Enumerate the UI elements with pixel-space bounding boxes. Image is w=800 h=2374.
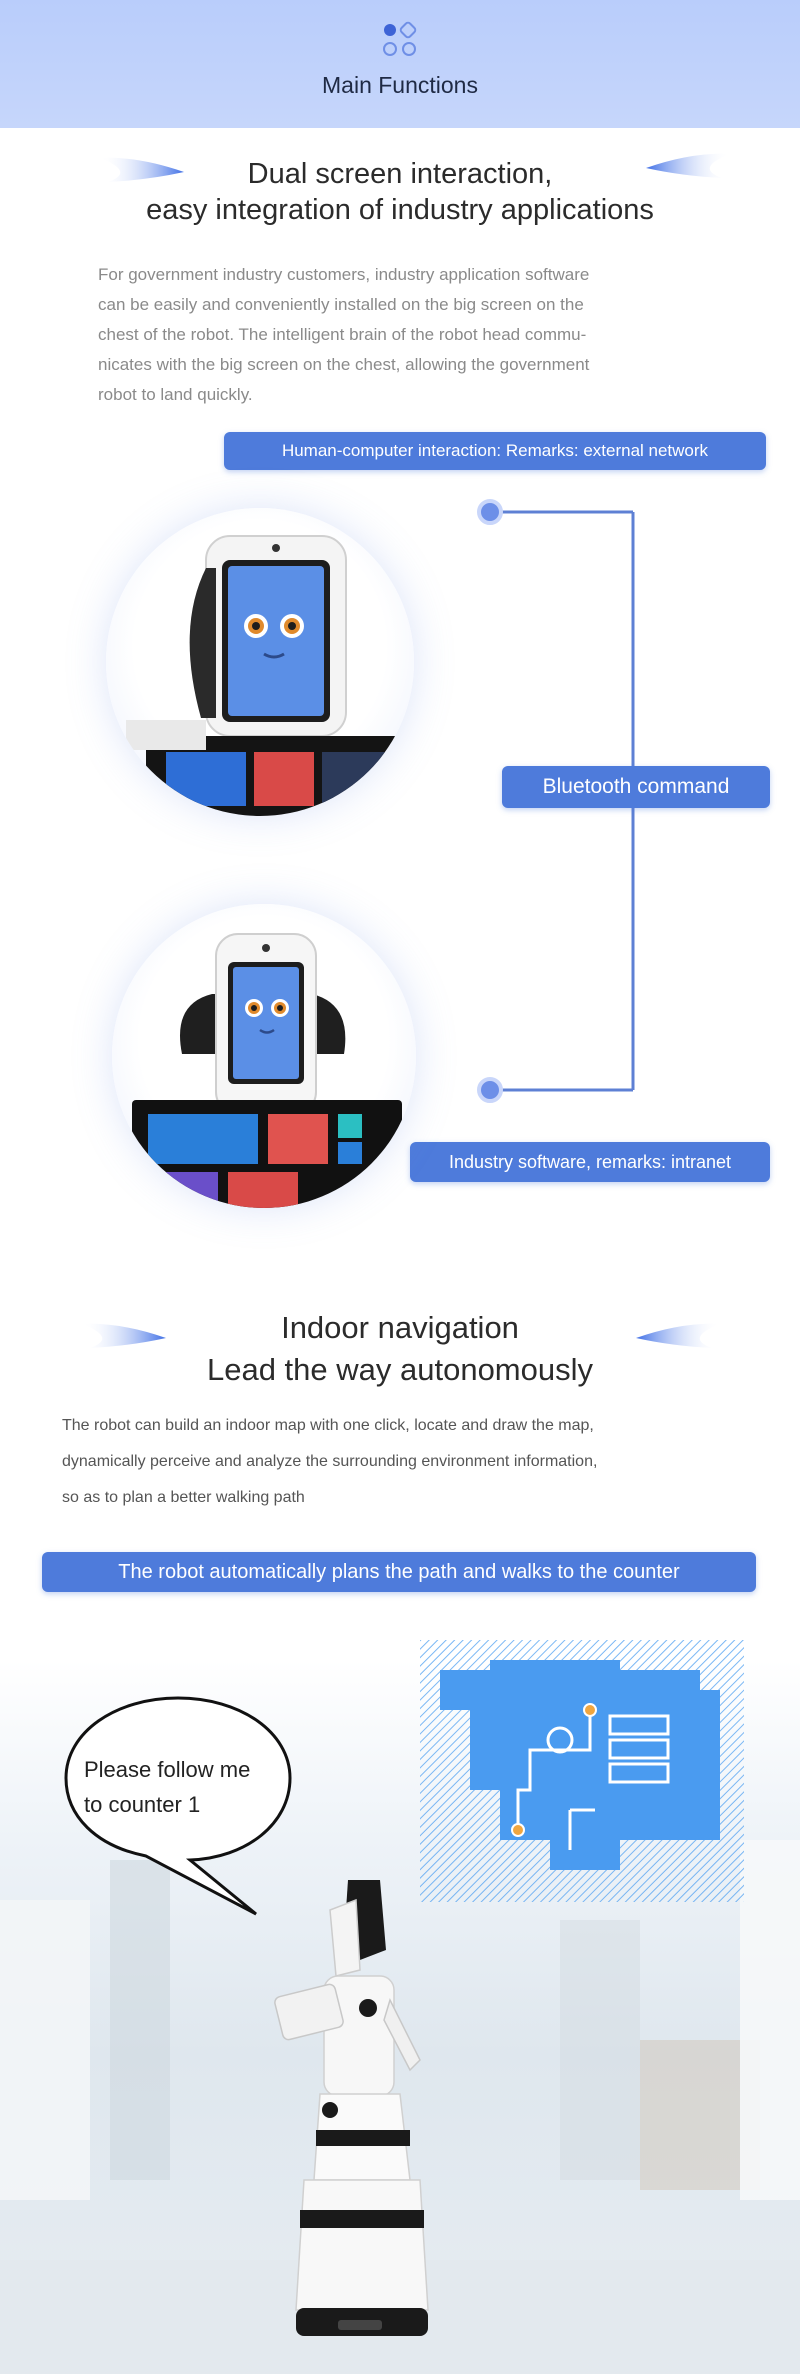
label-external-network: Human-computer interaction: Remarks: ext… <box>224 432 766 470</box>
label-intranet: Industry software, remarks: intranet <box>410 1142 770 1182</box>
section1-paragraph-line: can be easily and conveniently installed… <box>98 295 584 314</box>
section2-paragraph: The robot can build an indoor map with o… <box>62 1408 762 1516</box>
section1-paragraph-line: chest of the robot. The intelligent brai… <box>98 325 587 344</box>
robot-head-image <box>106 508 414 816</box>
swoosh-left-decoration <box>82 1323 166 1348</box>
section2-paragraph-line: The robot can build an indoor map with o… <box>62 1417 594 1434</box>
robot-face-screen-icon <box>126 535 406 816</box>
page-title: Main Functions <box>322 72 478 98</box>
swoosh-left-decoration <box>100 157 184 182</box>
section2-paragraph-line: so as to plan a better walking path <box>62 1489 305 1506</box>
navigation-banner: The robot automatically plans the path a… <box>42 1552 756 1592</box>
speech-line: to counter 1 <box>84 1792 201 1817</box>
section1-paragraph: For government industry customers, indus… <box>98 260 718 410</box>
apps-grid-icon <box>383 21 417 56</box>
section1-title-line2: easy integration of industry application… <box>146 194 654 226</box>
speech-bubble <box>64 1696 292 1916</box>
speech-line: Please follow me <box>84 1757 251 1782</box>
robot-chest-screen-icon <box>132 933 402 1208</box>
section1-paragraph-line: robot to land quickly. <box>98 385 253 404</box>
speech-bubble-text: Please follow me to counter 1 <box>84 1752 284 1822</box>
section2-paragraph-line: dynamically perceive and analyze the sur… <box>62 1453 598 1470</box>
indoor-map-icon <box>420 1640 744 1902</box>
label-bluetooth-command: Bluetooth command <box>502 766 770 808</box>
section2-title-line1: Indoor navigation <box>281 1310 519 1345</box>
swoosh-right-decoration <box>646 153 730 178</box>
robot-body-image <box>112 904 416 1208</box>
guide-robot-image <box>274 1880 429 2336</box>
section1-paragraph-line: For government industry customers, indus… <box>98 265 590 284</box>
section1-paragraph-line: nicates with the big screen on the chest… <box>98 355 590 374</box>
page-header: Main Functions <box>0 0 800 128</box>
swoosh-right-decoration <box>636 1323 720 1348</box>
section2-title-line2: Lead the way autonomously <box>206 1352 594 1387</box>
section1-title-line1: Dual screen interaction, <box>247 158 553 190</box>
